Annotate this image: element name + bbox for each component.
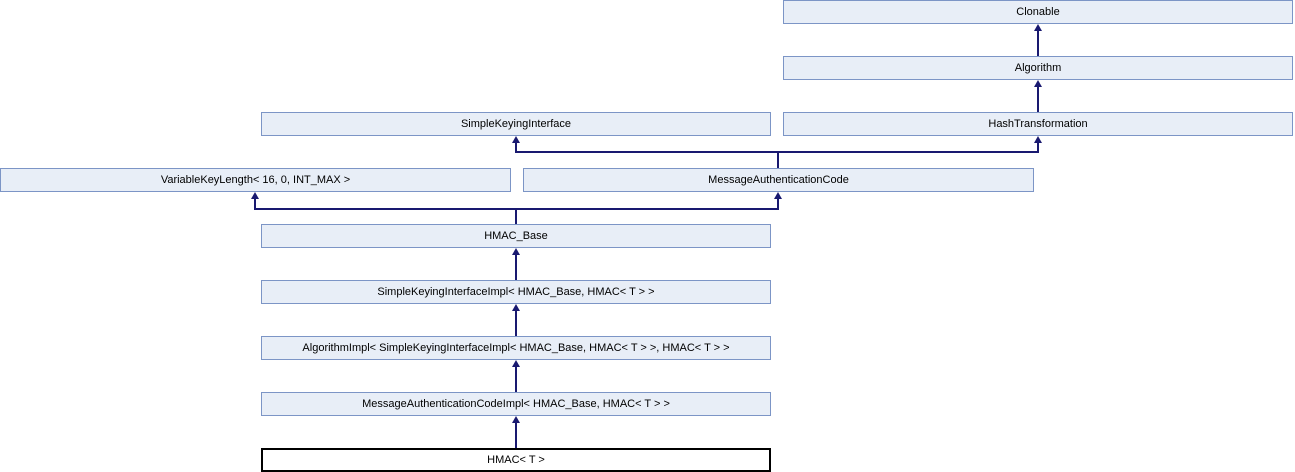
edge-hmac-base-fork-stem	[515, 208, 517, 224]
arrowhead-icon	[512, 416, 520, 423]
arrowhead-icon	[512, 304, 520, 311]
edge-hmac-base-to-mac	[777, 198, 779, 210]
edge-ski-impl-to-hmac-base	[515, 254, 517, 280]
edge-mac-fork-stem	[777, 151, 779, 168]
arrowhead-icon	[1034, 80, 1042, 87]
class-node-algorithm[interactable]: Algorithm	[783, 56, 1293, 80]
arrowhead-icon	[512, 248, 520, 255]
class-node-simple-keying-interface[interactable]: SimpleKeyingInterface	[261, 112, 771, 136]
edge-algorithm-to-clonable	[1037, 30, 1039, 56]
class-node-message-authentication-code-impl[interactable]: MessageAuthenticationCodeImpl< HMAC_Base…	[261, 392, 771, 416]
class-node-simple-keying-interface-impl[interactable]: SimpleKeyingInterfaceImpl< HMAC_Base, HM…	[261, 280, 771, 304]
arrowhead-icon	[1034, 24, 1042, 31]
class-node-algorithm-impl[interactable]: AlgorithmImpl< SimpleKeyingInterfaceImpl…	[261, 336, 771, 360]
class-node-hash-transformation[interactable]: HashTransformation	[783, 112, 1293, 136]
edge-algorithm-impl-to-ski-impl	[515, 310, 517, 336]
class-node-hmac-current: HMAC< T >	[261, 448, 771, 472]
arrowhead-icon	[774, 192, 782, 199]
class-node-message-authentication-code[interactable]: MessageAuthenticationCode	[523, 168, 1034, 192]
edge-hmac-base-to-variable-key-length	[254, 198, 256, 210]
class-node-clonable[interactable]: Clonable	[783, 0, 1293, 24]
arrowhead-icon	[251, 192, 259, 199]
edge-mac-to-simple-keying-interface	[515, 142, 517, 153]
class-node-hmac-base[interactable]: HMAC_Base	[261, 224, 771, 248]
arrowhead-icon	[1034, 136, 1042, 143]
edge-hash-transformation-to-algorithm	[1037, 86, 1039, 112]
edge-hmac-to-mac-impl	[515, 422, 517, 448]
arrowhead-icon	[512, 136, 520, 143]
class-node-variable-key-length[interactable]: VariableKeyLength< 16, 0, INT_MAX >	[0, 168, 511, 192]
edge-mac-to-hash-transformation	[1037, 142, 1039, 153]
arrowhead-icon	[512, 360, 520, 367]
edge-mac-impl-to-algorithm-impl	[515, 366, 517, 392]
